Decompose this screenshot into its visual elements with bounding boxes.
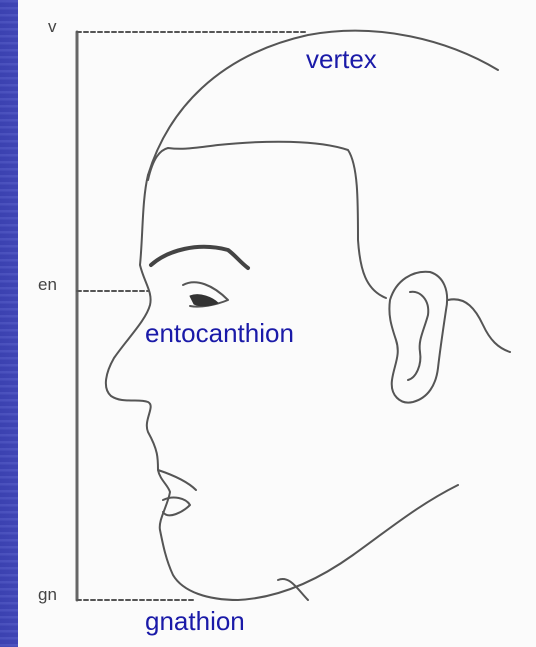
vertex-tick-label: v xyxy=(48,18,57,35)
eyebrow xyxy=(151,247,248,268)
figure-panel: v en gn vertex entocanthion gnathion xyxy=(18,0,536,647)
eye-iris xyxy=(190,295,218,306)
hair-tuft xyxy=(448,299,510,352)
jaw-line xyxy=(278,579,308,600)
entocanthion-tick-label: en xyxy=(38,276,57,293)
ear-inner xyxy=(408,292,428,380)
hairline xyxy=(148,142,386,298)
gnathion-tick-label: gn xyxy=(38,586,57,603)
gnathion-annotation: gnathion xyxy=(145,608,245,634)
entocanthion-annotation: entocanthion xyxy=(145,320,294,346)
ear-outline xyxy=(389,272,447,403)
face-profile xyxy=(106,175,458,600)
vertex-annotation: vertex xyxy=(306,46,377,72)
